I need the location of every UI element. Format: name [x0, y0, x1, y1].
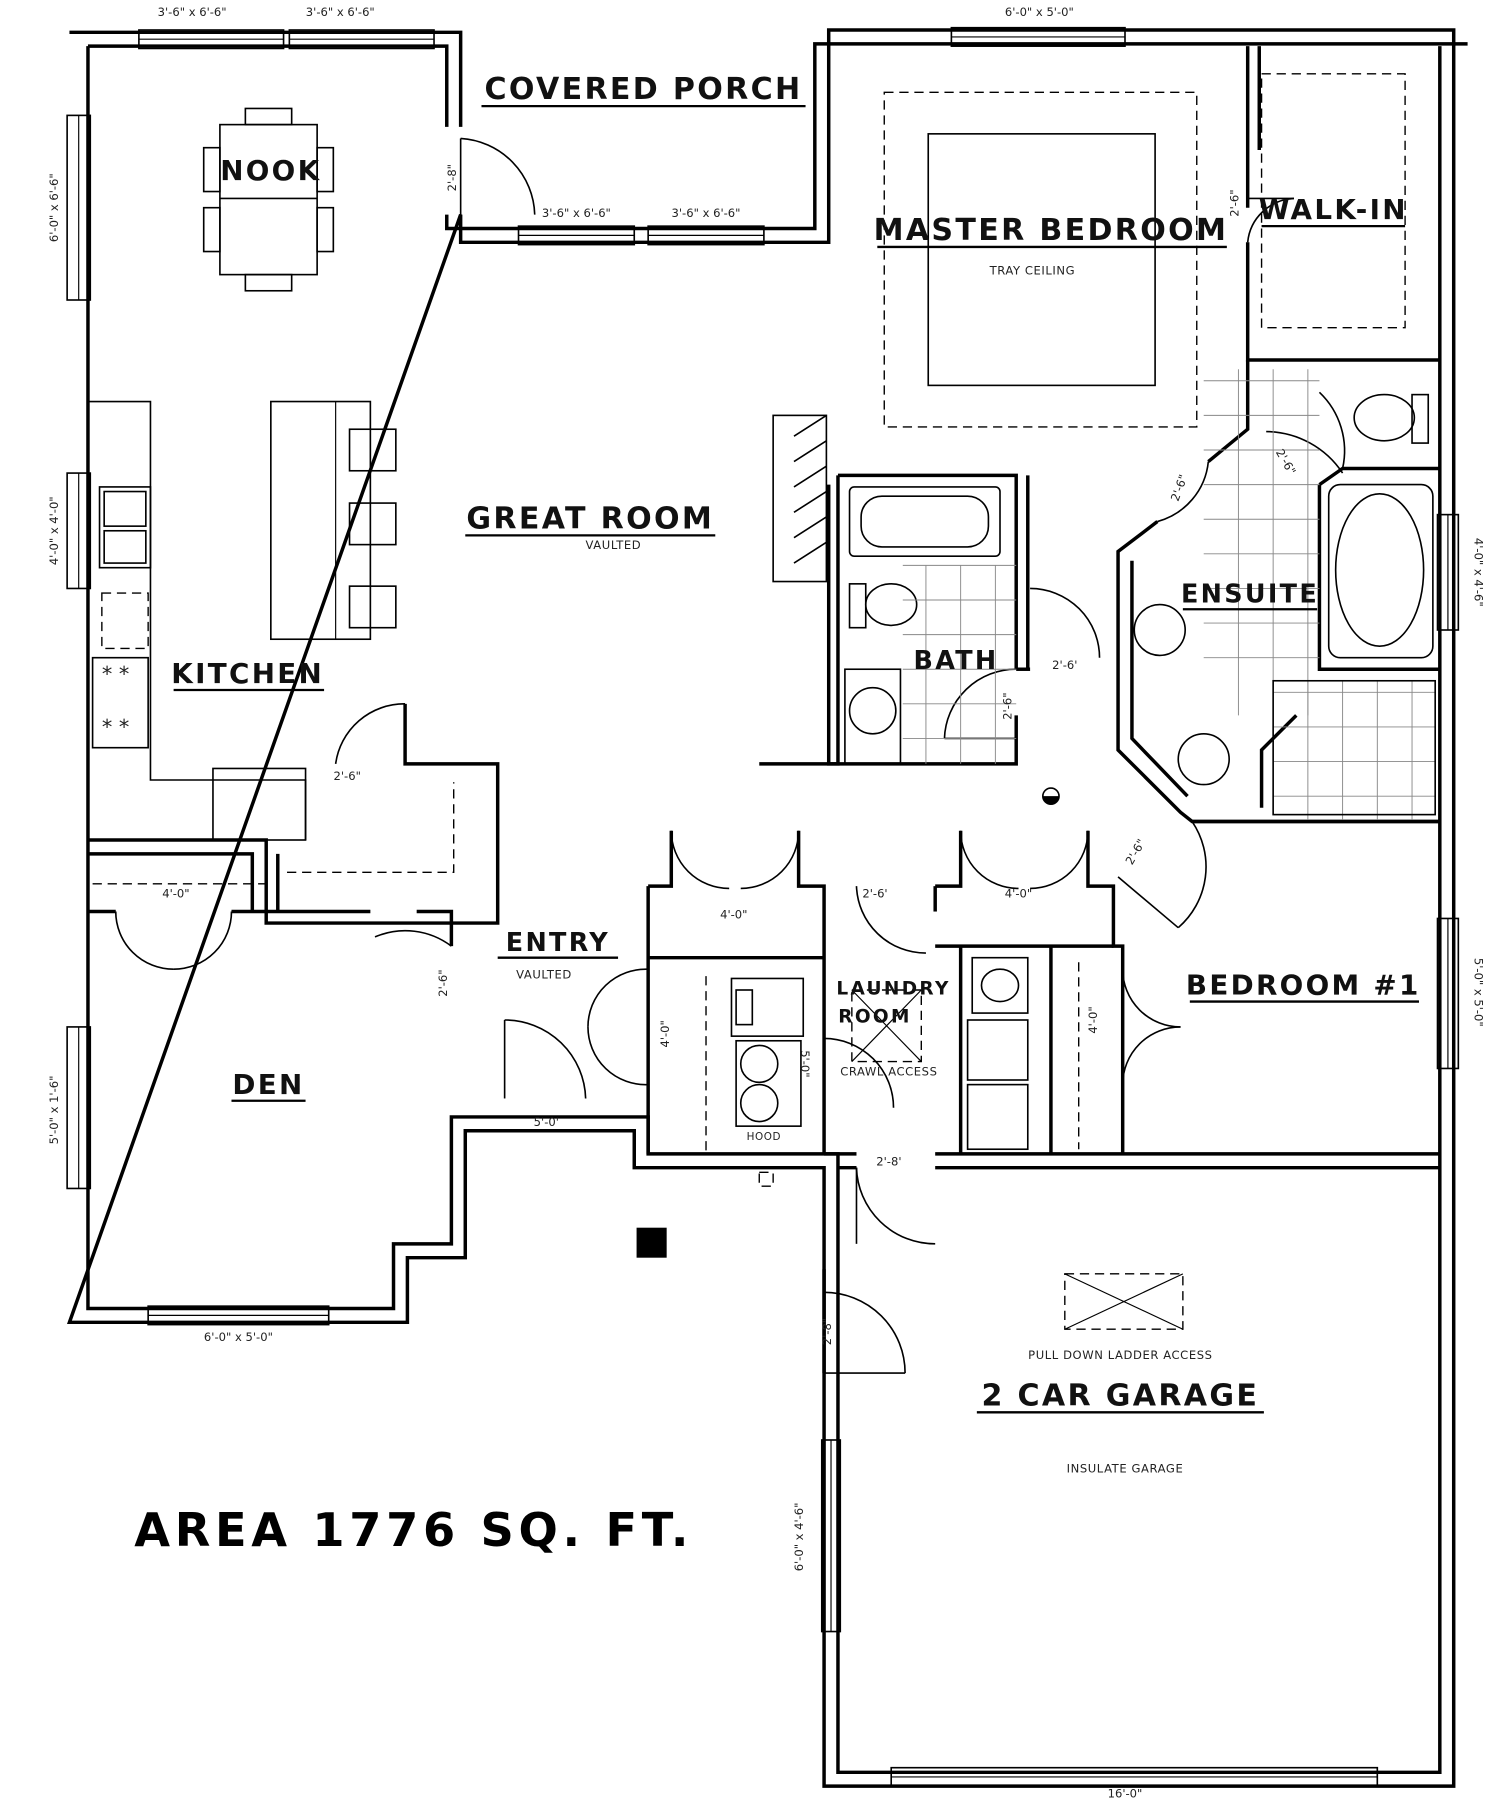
- fixtures: * * * *: [87, 73, 1436, 1330]
- notes: TRAY CEILING VAULTED VAULTED CRAWL ACCES…: [516, 264, 1212, 1476]
- dim-ensuite-door-b: 2'-6": [1273, 447, 1299, 478]
- svg-text:* *: * *: [102, 715, 129, 739]
- dim-den-window: 6'-0" x 5'-0": [204, 1330, 273, 1344]
- room-label: ROOM: [838, 1006, 911, 1027]
- windows: [66, 26, 1460, 1787]
- dim-right-window-ensuite: 4'-0" x 4'-6": [1472, 538, 1486, 607]
- dim-left-window-kitchen: 4'-0" x 4'-0": [47, 496, 61, 565]
- dim-porch-window-1: 3'-6" x 6'-6": [542, 206, 611, 220]
- dim-porch-window-2: 3'-6" x 6'-6": [672, 206, 741, 220]
- nook-label: NOOK: [220, 154, 321, 187]
- dim-entry-door: 2'-6": [436, 969, 450, 996]
- dim-entry-closet-side: 4'-0": [658, 1020, 672, 1047]
- bath-label: BATH: [914, 645, 999, 675]
- ensuite-label: ENSUITE: [1181, 578, 1319, 608]
- hood-note: HOOD: [747, 1131, 782, 1143]
- dim-right-window-bedroom: 5'-0" x 5'-0": [1472, 958, 1486, 1027]
- dim-laundry-closet: 4'-0": [1005, 887, 1032, 901]
- dim-garage-entry-door: 2'-8': [876, 1154, 901, 1168]
- dim-laundry-washer: 5'-0": [798, 1050, 812, 1077]
- covered-porch-label: COVERED PORCH: [485, 72, 803, 107]
- den-label: DEN: [232, 1068, 304, 1101]
- exterior-walls: [66, 28, 1468, 1788]
- master-bedroom-label: MASTER BEDROOM: [874, 213, 1229, 248]
- dim-top-window-1: 3'-6" x 6'-6": [158, 5, 227, 19]
- dim-bedroom-door: 2'-6": [1122, 837, 1148, 868]
- dim-top-window-2: 3'-6" x 6'-6": [306, 5, 375, 19]
- insulate-note: INSULATE GARAGE: [1067, 1461, 1184, 1475]
- dim-ensuite-door-a: 2'-6": [1168, 473, 1191, 503]
- dim-walkin-door: 2'-6": [1227, 189, 1241, 216]
- dim-garage-side-window: 6'-0" x 4'-6": [792, 1503, 806, 1572]
- dim-porch-door: 2'-8": [445, 164, 459, 191]
- entry-label: ENTRY: [506, 927, 610, 957]
- dim-bedroom-closet: 4'-0": [1086, 1006, 1100, 1033]
- walk-in-label: WALK-IN: [1259, 193, 1408, 226]
- vaulted-entry-note: VAULTED: [516, 967, 572, 981]
- dim-left-window-den: 5'-0" x 1'-6": [47, 1076, 61, 1145]
- svg-text:* *: * *: [102, 662, 129, 686]
- room-labels: COVERED PORCH NOOK MASTER BEDROOM WALK-I…: [171, 72, 1421, 1414]
- crawl-access-note: CRAWL ACCESS: [840, 1064, 937, 1078]
- dim-laundry-door: 2'-6': [862, 887, 887, 901]
- dim-master-window: 6'-0" x 5'-0": [1005, 5, 1074, 19]
- pull-down-note: PULL DOWN LADDER ACCESS: [1028, 1348, 1212, 1362]
- area-label: AREA 1776 SQ. FT.: [134, 1503, 693, 1557]
- kitchen-label: KITCHEN: [171, 657, 324, 690]
- great-room-label: GREAT ROOM: [466, 502, 714, 537]
- dim-entry-closet: 4'-0": [720, 907, 747, 921]
- garage-label: 2 CAR GARAGE: [981, 1378, 1259, 1413]
- laundry-label: LAUNDRY: [836, 979, 950, 1000]
- dim-garage-door: 16'-0": [1108, 1787, 1143, 1800]
- dim-bath-door-v: 2'-6": [1001, 692, 1015, 719]
- bedroom-1-label: BEDROOM #1: [1186, 969, 1421, 1002]
- vaulted-great-note: VAULTED: [586, 538, 642, 552]
- dim-garage-side-door: 2'-8": [820, 1318, 834, 1345]
- dim-bath-door-h: 2'-6': [1052, 658, 1077, 672]
- doors: [114, 137, 1346, 1374]
- tray-ceiling-note: TRAY CEILING: [989, 264, 1076, 278]
- dim-front-door: 5'-0': [534, 1115, 559, 1129]
- dim-pantry-door: 2'-6": [334, 769, 361, 783]
- dim-den-closet: 4'-0": [162, 887, 189, 901]
- dim-left-window-nook: 6'-0" x 6'-6": [47, 173, 61, 242]
